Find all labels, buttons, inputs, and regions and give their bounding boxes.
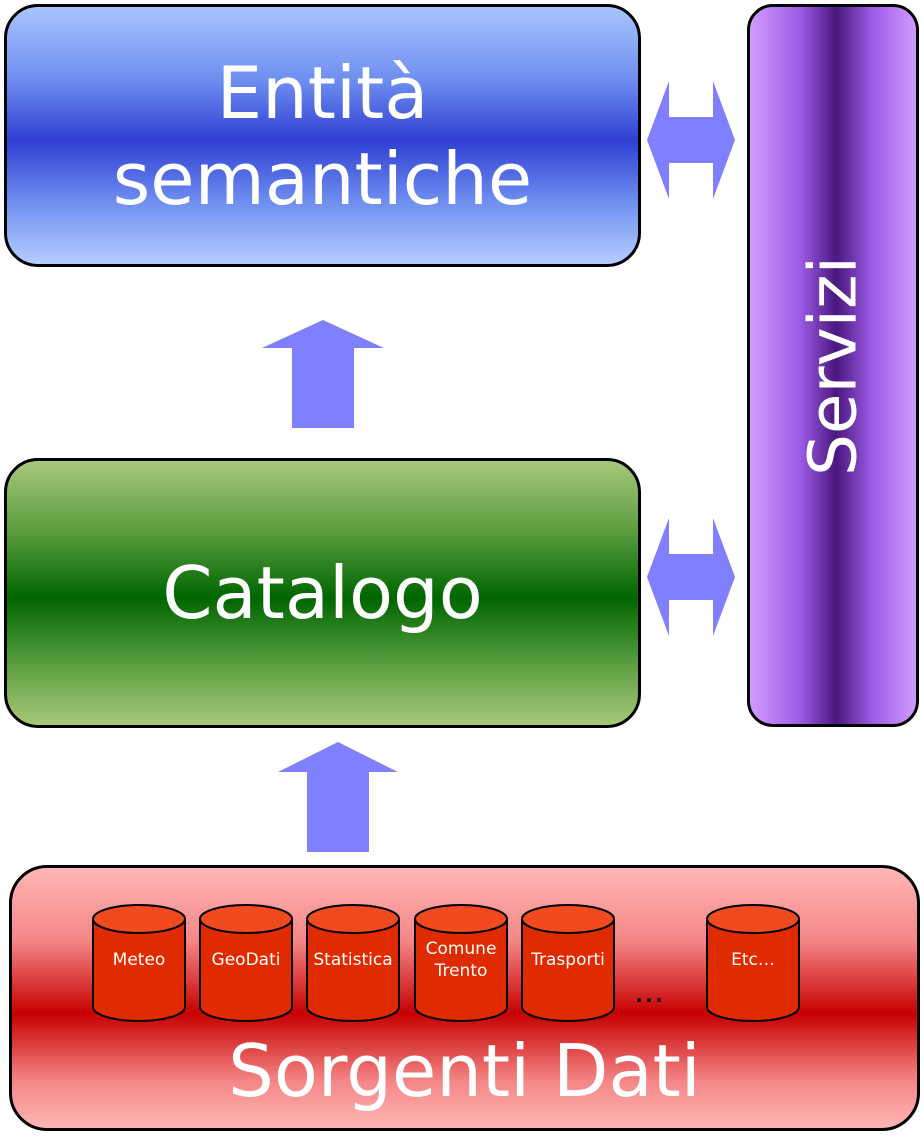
database-cylinder-comune-trento: Comune Trento: [413, 903, 509, 1023]
database-cylinder-statistica: Statistica: [305, 903, 401, 1023]
database-cylinder-geodati: GeoDati: [198, 903, 294, 1023]
database-cylinder-meteo: Meteo: [91, 903, 187, 1023]
semantic-entities-box: Entità semantiche: [4, 4, 641, 267]
double-arrow-entities-services: [647, 81, 735, 199]
data-sources-label: Sorgenti Dati: [228, 1029, 701, 1113]
database-label-line1: Comune: [425, 939, 497, 959]
semantic-entities-label-line1: Entità: [216, 50, 429, 135]
database-label: Comune Trento: [413, 938, 509, 982]
double-arrow-catalog-services: [647, 518, 735, 636]
catalog-label: Catalogo: [162, 551, 483, 635]
database-label-line2: Trento: [434, 961, 488, 981]
database-label: Trasporti: [531, 950, 605, 970]
database-label: Etc…: [731, 950, 775, 970]
database-cylinder-etc: Etc…: [705, 903, 801, 1023]
up-arrow-catalog-to-entities: [262, 320, 384, 428]
database-label: Statistica: [313, 950, 393, 970]
up-arrow-sources-to-catalog: [278, 742, 398, 852]
services-label: Servizi: [794, 255, 872, 476]
database-label: GeoDati: [211, 950, 281, 970]
database-label: Meteo: [112, 950, 166, 970]
semantic-entities-label-line2: semantiche: [112, 136, 533, 221]
database-cylinder-trasporti: Trasporti: [520, 903, 616, 1023]
catalog-box: Catalogo: [4, 458, 641, 728]
services-box: Servizi: [747, 4, 919, 727]
ellipsis-more-sources: …: [634, 975, 664, 1010]
